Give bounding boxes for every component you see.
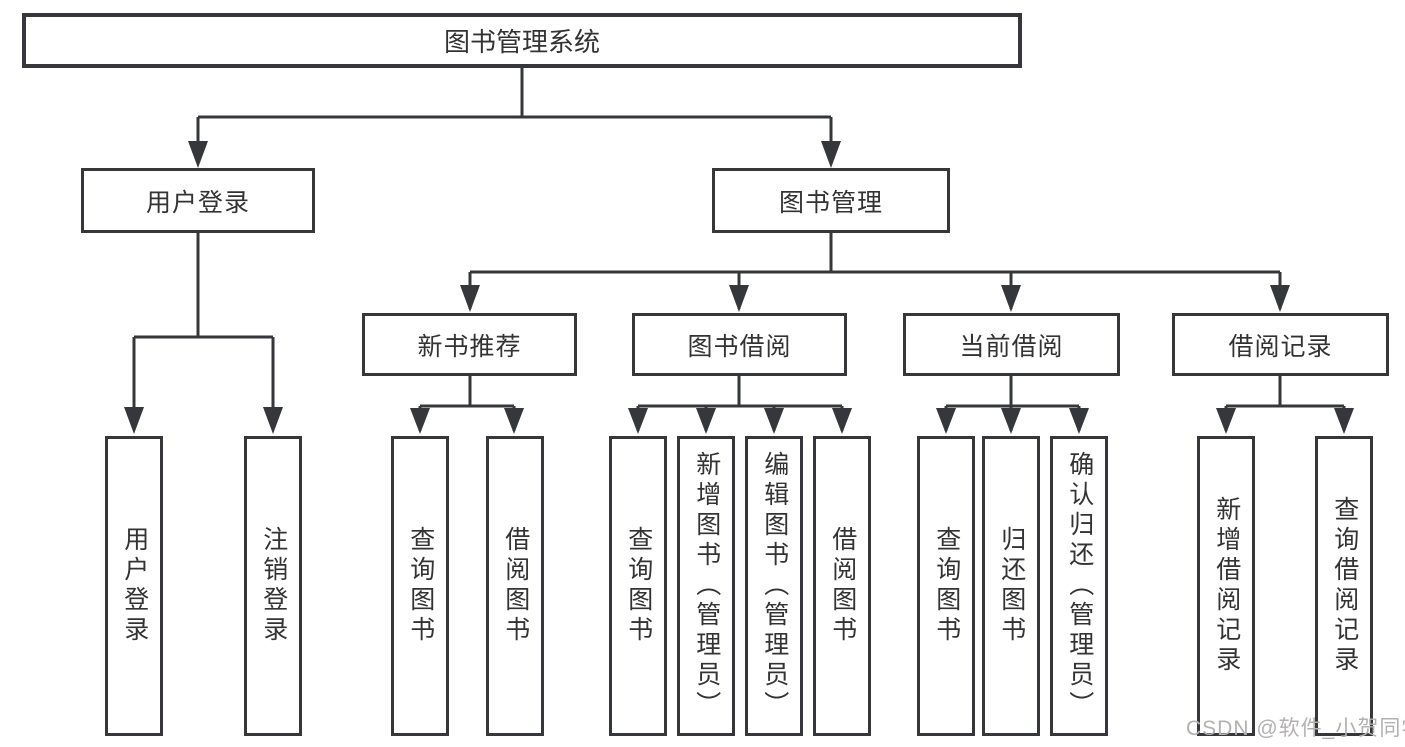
node-borrow-records: 借阅记录 bbox=[1172, 313, 1389, 376]
leaf-edit-books-admin: 编辑图书（管理员） bbox=[745, 436, 803, 736]
leaf-logout: 注销登录 bbox=[244, 436, 302, 736]
leaf-label: 新增图书（管理员） bbox=[692, 451, 721, 721]
leaf-user-login: 用户登录 bbox=[105, 436, 163, 736]
leaf-label: 查询图书 bbox=[624, 526, 653, 646]
node-label: 用户登录 bbox=[145, 188, 250, 217]
node-library-management-system: 图书管理系统 bbox=[22, 13, 1022, 68]
leaf-confirm-return-admin: 确认归还（管理员） bbox=[1050, 436, 1108, 736]
node-new-book-recommendation: 新书推荐 bbox=[362, 313, 577, 376]
leaf-borrow-books-recommend: 借阅图书 bbox=[486, 436, 544, 736]
leaf-label: 新增借阅记录 bbox=[1212, 496, 1241, 676]
csdn-watermark: CSDN @软件_小贺同学 bbox=[1186, 717, 1405, 740]
leaf-label: 借阅图书 bbox=[828, 526, 857, 646]
leaf-label: 查询图书 bbox=[932, 526, 961, 646]
leaf-label: 编辑图书（管理员） bbox=[760, 451, 789, 721]
leaf-label: 查询图书 bbox=[406, 526, 435, 646]
node-label: 图书管理 bbox=[778, 188, 883, 217]
node-label: 当前借阅 bbox=[959, 332, 1064, 361]
arrowheads bbox=[124, 141, 1354, 434]
leaf-label: 注销登录 bbox=[259, 526, 288, 646]
leaf-query-books-recommend: 查询图书 bbox=[391, 436, 449, 736]
leaf-return-books: 归还图书 bbox=[982, 436, 1040, 736]
node-label: 图书管理系统 bbox=[443, 27, 600, 57]
leaf-query-books-current: 查询图书 bbox=[917, 436, 975, 736]
node-user-login: 用户登录 bbox=[81, 168, 315, 233]
leaf-query-books-borrow: 查询图书 bbox=[609, 436, 667, 736]
node-label: 新书推荐 bbox=[417, 332, 522, 361]
leaf-borrow-books: 借阅图书 bbox=[813, 436, 871, 736]
node-label: 图书借阅 bbox=[687, 332, 792, 361]
leaf-label: 确认归还（管理员） bbox=[1065, 451, 1094, 721]
leaf-label: 归还图书 bbox=[997, 526, 1026, 646]
leaf-query-borrow-record: 查询借阅记录 bbox=[1315, 436, 1373, 736]
leaf-label: 借阅图书 bbox=[501, 526, 530, 646]
leaf-label: 查询借阅记录 bbox=[1330, 496, 1359, 676]
node-book-borrowing: 图书借阅 bbox=[632, 313, 847, 376]
node-current-borrowing: 当前借阅 bbox=[903, 313, 1120, 376]
leaf-add-borrow-record: 新增借阅记录 bbox=[1197, 436, 1255, 736]
leaf-add-books-admin: 新增图书（管理员） bbox=[677, 436, 735, 736]
node-book-management: 图书管理 bbox=[712, 168, 950, 233]
leaf-label: 用户登录 bbox=[120, 526, 149, 646]
node-label: 借阅记录 bbox=[1228, 332, 1333, 361]
